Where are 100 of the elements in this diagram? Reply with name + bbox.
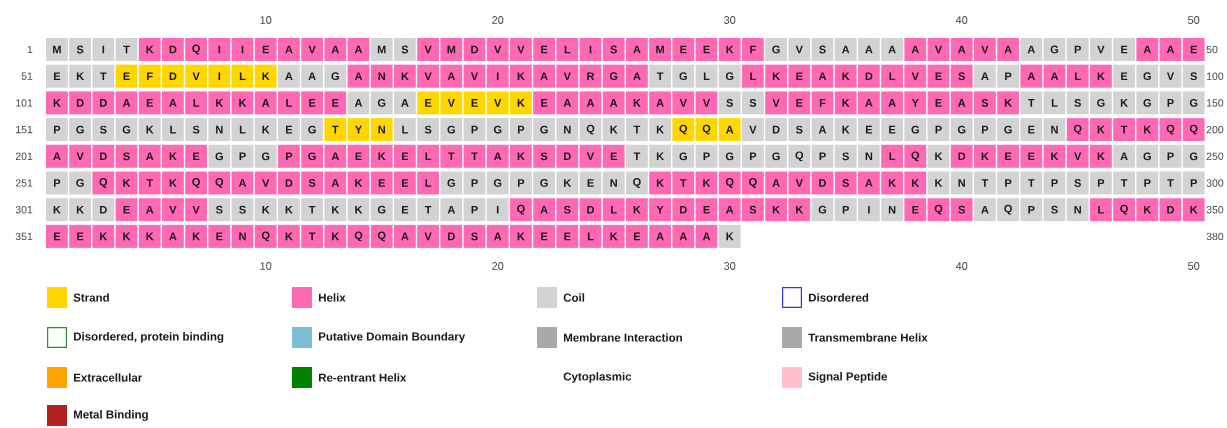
residue-cell: A	[811, 64, 834, 88]
axis-tick-label: 50	[1188, 16, 1200, 24]
residue-cell: A	[324, 144, 347, 168]
residue-cell: N	[881, 198, 903, 222]
residue-cell: A	[394, 224, 416, 248]
residue-cell: E	[997, 144, 1019, 168]
residue-cell: S	[718, 91, 741, 115]
residue-cell: Q	[92, 171, 115, 195]
residue-cell: G	[208, 144, 231, 168]
residue-cell: V	[185, 198, 207, 222]
residue-cell: E	[1020, 118, 1043, 142]
residue-cell: K	[834, 91, 857, 115]
residue-cell: A	[834, 38, 857, 61]
residue-cell: P	[1182, 171, 1205, 195]
residue-cell: M	[440, 38, 463, 61]
residue-cell: D	[162, 38, 184, 61]
residue-cell: K	[510, 91, 532, 115]
legend-label: Metal Binding	[74, 410, 148, 421]
residue-cell: V	[417, 64, 439, 88]
residue-cell: L	[1043, 91, 1066, 115]
residue-cell: D	[440, 224, 463, 248]
residue-cell: G	[1182, 144, 1205, 168]
residue-cell: A	[440, 64, 463, 88]
residue-cell: Q	[788, 144, 811, 168]
residue-cell: N	[950, 171, 973, 195]
residue-cell: A	[347, 91, 370, 115]
residue-cell: A	[649, 91, 671, 115]
position-number: 50	[1206, 45, 1218, 54]
legend-label: Strand	[73, 293, 109, 302]
residue-cell: T	[92, 64, 115, 88]
residue-cell: K	[510, 64, 532, 88]
residue-cell: V	[486, 38, 509, 61]
residue-cell: V	[556, 64, 579, 88]
residue-cell: S	[788, 118, 811, 142]
residue-cell: V	[695, 91, 718, 115]
residue-cell: A	[486, 224, 509, 248]
residue-cell: Q	[1113, 198, 1135, 222]
position-number: 51	[21, 72, 33, 80]
residue-cell: A	[881, 91, 903, 115]
residue-cell: P	[811, 144, 834, 168]
residue-cell: S	[301, 171, 323, 195]
residue-cell: D	[92, 144, 115, 168]
residue-cell: T	[649, 64, 671, 88]
position-number: 151	[16, 125, 33, 134]
residue-cell: E	[463, 91, 486, 115]
residue-cell: L	[579, 224, 602, 248]
residue-cell: K	[115, 224, 138, 248]
residue-cell: Q	[1159, 118, 1182, 142]
residue-cell: L	[695, 64, 718, 88]
residue-cell: K	[649, 144, 671, 168]
residue-cell: Q	[347, 224, 370, 248]
residue-cell: G	[1136, 64, 1159, 88]
residue-cell: I	[231, 38, 254, 61]
residue-cell: E	[788, 91, 811, 115]
residue-cell: Q	[742, 171, 764, 195]
residue-cell: G	[1182, 91, 1205, 115]
residue-cell: Y	[904, 91, 927, 115]
residue-cell: P	[927, 118, 950, 142]
residue-cell: G	[440, 171, 463, 195]
residue-cell: A	[881, 38, 903, 61]
position-number: 150	[1207, 99, 1224, 107]
residue-cell: K	[231, 91, 254, 115]
residue-cell: K	[927, 144, 950, 168]
residue-cell: A	[858, 171, 880, 195]
residue-cell: E	[881, 118, 903, 142]
residue-cell: T	[1020, 91, 1043, 115]
residue-cell: A	[278, 38, 300, 61]
residue-cell: R	[579, 64, 602, 88]
residue-cell: S	[417, 118, 439, 142]
residue-cell: L	[881, 144, 903, 168]
residue-cell: T	[463, 144, 486, 168]
residue-cell: I	[208, 38, 231, 61]
residue-cell: G	[904, 118, 927, 142]
residue-cell: D	[556, 144, 579, 168]
residue-cell: K	[927, 171, 950, 195]
position-number: 351	[15, 232, 33, 241]
residue-cell: D	[69, 91, 91, 115]
residue-cell: K	[1090, 118, 1112, 142]
residue-cell: A	[997, 38, 1019, 61]
residue-cell: D	[811, 171, 834, 195]
residue-cell: G	[718, 64, 741, 88]
residue-cell: S	[742, 91, 764, 115]
residue-cell: E	[626, 224, 648, 248]
residue-cell: A	[1043, 64, 1066, 88]
residue-cell: E	[695, 198, 718, 222]
residue-cell: E	[556, 224, 579, 248]
residue-cell: S	[115, 144, 138, 168]
residue-cell: G	[997, 118, 1019, 142]
residue-cell: S	[92, 118, 115, 142]
legend-label: Disordered, protein binding	[74, 332, 224, 343]
residue-cell: A	[115, 91, 138, 115]
residue-cell: L	[881, 64, 903, 88]
residue-cell: E	[417, 91, 439, 115]
residue-cell: K	[718, 38, 741, 61]
residue-cell: S	[1066, 171, 1089, 195]
residue-cell: N	[556, 118, 579, 142]
residue-cell: A	[231, 171, 254, 195]
residue-cell: K	[602, 118, 625, 142]
residue-cell: V	[162, 198, 184, 222]
residue-cell: Q	[626, 171, 648, 195]
